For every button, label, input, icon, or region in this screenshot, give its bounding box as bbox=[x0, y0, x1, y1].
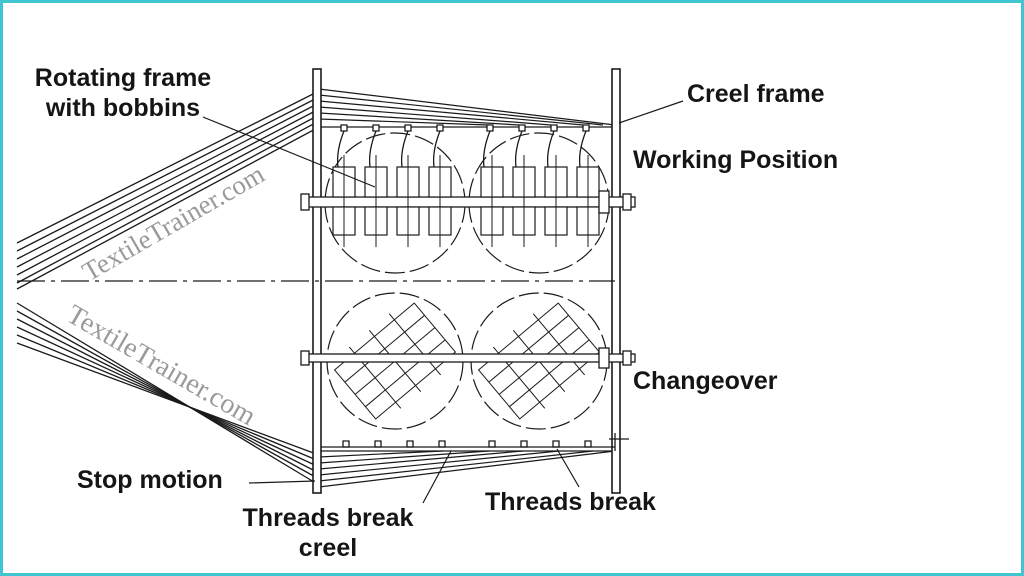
label-working-position: Working Position bbox=[633, 146, 839, 174]
bottom-drop-wires bbox=[321, 433, 629, 451]
leader-lines bbox=[202, 100, 684, 504]
creel-drawing bbox=[16, 68, 684, 504]
label-threads-break: Threads break bbox=[485, 488, 656, 516]
changeover-drum bbox=[300, 292, 636, 430]
lower-threads-to-frame bbox=[318, 450, 616, 488]
upper-threads-to-frame bbox=[318, 88, 616, 128]
working-position-drum bbox=[300, 132, 636, 274]
label-threads-break-creel: Threads break creel bbox=[242, 504, 414, 562]
label-changeover: Changeover bbox=[633, 367, 778, 395]
lower-thread-sheet bbox=[16, 302, 320, 486]
label-stop-motion: Stop motion bbox=[77, 466, 223, 494]
top-drop-wires bbox=[336, 124, 590, 168]
label-rotating-frame: Rotating frame with bobbins bbox=[34, 64, 212, 122]
upper-thread-sheet bbox=[16, 90, 320, 290]
label-creel-frame: Creel frame bbox=[687, 80, 825, 108]
